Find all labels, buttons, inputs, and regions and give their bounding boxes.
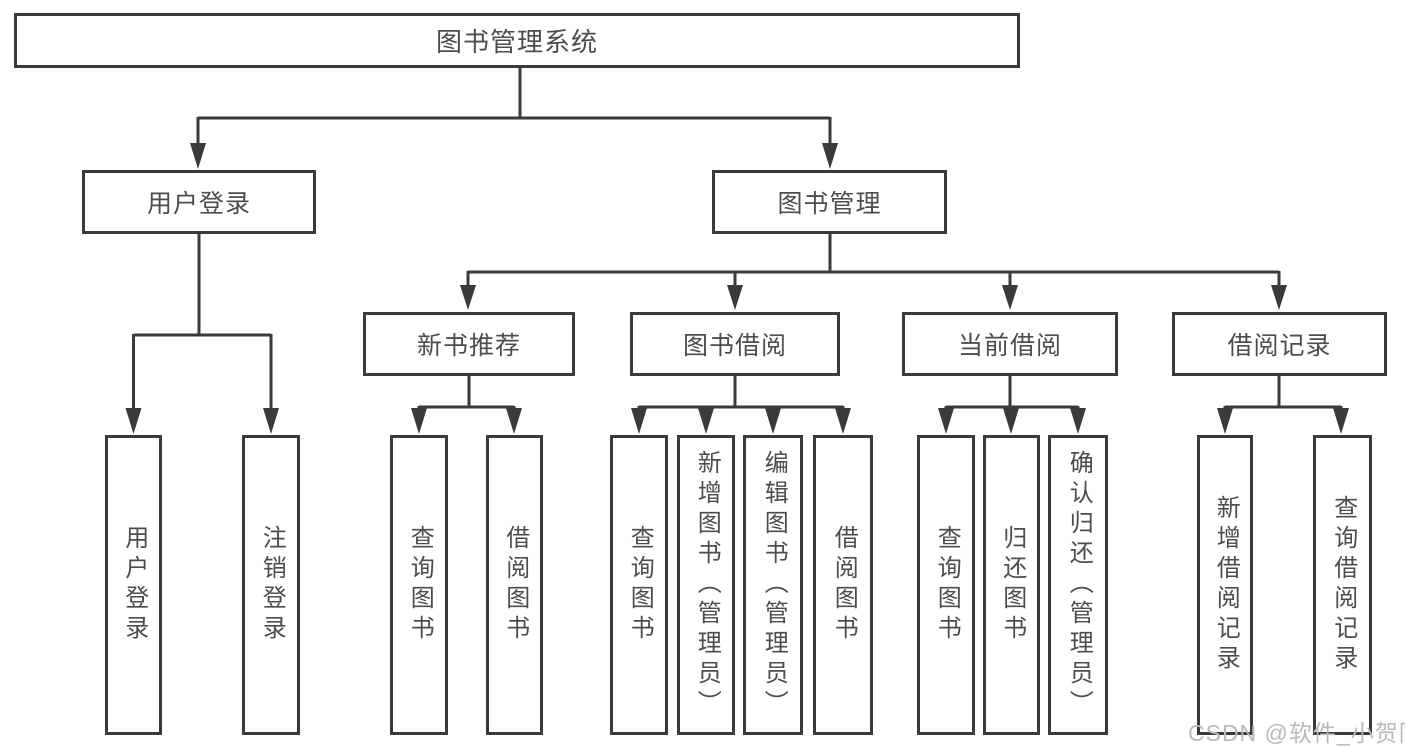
leaf-add-books-admin: 新增图书（管理员）: [677, 435, 735, 735]
leaf-confirm-return-admin: 确认归还（管理员）: [1048, 435, 1108, 735]
leaf-edit-books-admin: 编辑图书（管理员）: [743, 435, 803, 735]
leaf-label: 编辑图书（管理员）: [760, 450, 788, 720]
node-book-management: 图书管理: [712, 170, 947, 234]
leaf-label: 查询图书: [933, 525, 961, 645]
leaf-label: 借阅图书: [830, 525, 858, 645]
node-borrow-records: 借阅记录: [1172, 312, 1387, 376]
csdn-watermark: CSDN @软件_小贺同学: [1188, 720, 1405, 746]
leaf-label: 用户登录: [120, 525, 148, 645]
leaf-borrow-books-newbook: 借阅图书: [486, 435, 543, 735]
leaf-label: 新增借阅记录: [1212, 495, 1240, 675]
leaf-logout: 注销登录: [242, 435, 300, 735]
node-label: 图书管理系统: [435, 27, 598, 57]
leaf-label: 查询图书: [406, 525, 434, 645]
node-library-system: 图书管理系统: [14, 13, 1020, 68]
leaf-query-books-current: 查询图书: [917, 435, 975, 735]
leaf-label: 借阅图书: [501, 525, 529, 645]
arrowheads: [125, 143, 1349, 434]
leaf-label: 归还图书: [998, 525, 1026, 645]
node-label: 借阅记录: [1227, 332, 1332, 360]
leaf-label: 确认归还（管理员）: [1065, 450, 1093, 720]
node-current-borrow: 当前借阅: [902, 312, 1118, 376]
leaf-add-borrow-record: 新增借阅记录: [1197, 435, 1253, 735]
leaf-query-books-newbook: 查询图书: [390, 435, 448, 735]
leaf-label: 查询借阅记录: [1329, 495, 1357, 675]
leaf-query-books-borrow: 查询图书: [610, 435, 668, 735]
leaf-user-login: 用户登录: [105, 435, 162, 735]
leaf-return-books: 归还图书: [983, 435, 1040, 735]
node-user-login: 用户登录: [82, 170, 316, 234]
leaf-borrow-books: 借阅图书: [813, 435, 873, 735]
node-label: 用户登录: [146, 190, 251, 218]
node-book-borrow: 图书借阅: [630, 312, 840, 376]
node-new-book-recommend: 新书推荐: [363, 312, 575, 376]
node-label: 当前借阅: [957, 332, 1062, 360]
leaf-label: 查询图书: [626, 525, 654, 645]
leaf-label: 新增图书（管理员）: [693, 450, 721, 720]
node-label: 图书管理: [777, 190, 882, 218]
node-label: 图书借阅: [682, 332, 787, 360]
node-label: 新书推荐: [416, 332, 521, 360]
leaf-query-borrow-record: 查询借阅记录: [1313, 435, 1372, 735]
leaf-label: 注销登录: [258, 525, 286, 645]
